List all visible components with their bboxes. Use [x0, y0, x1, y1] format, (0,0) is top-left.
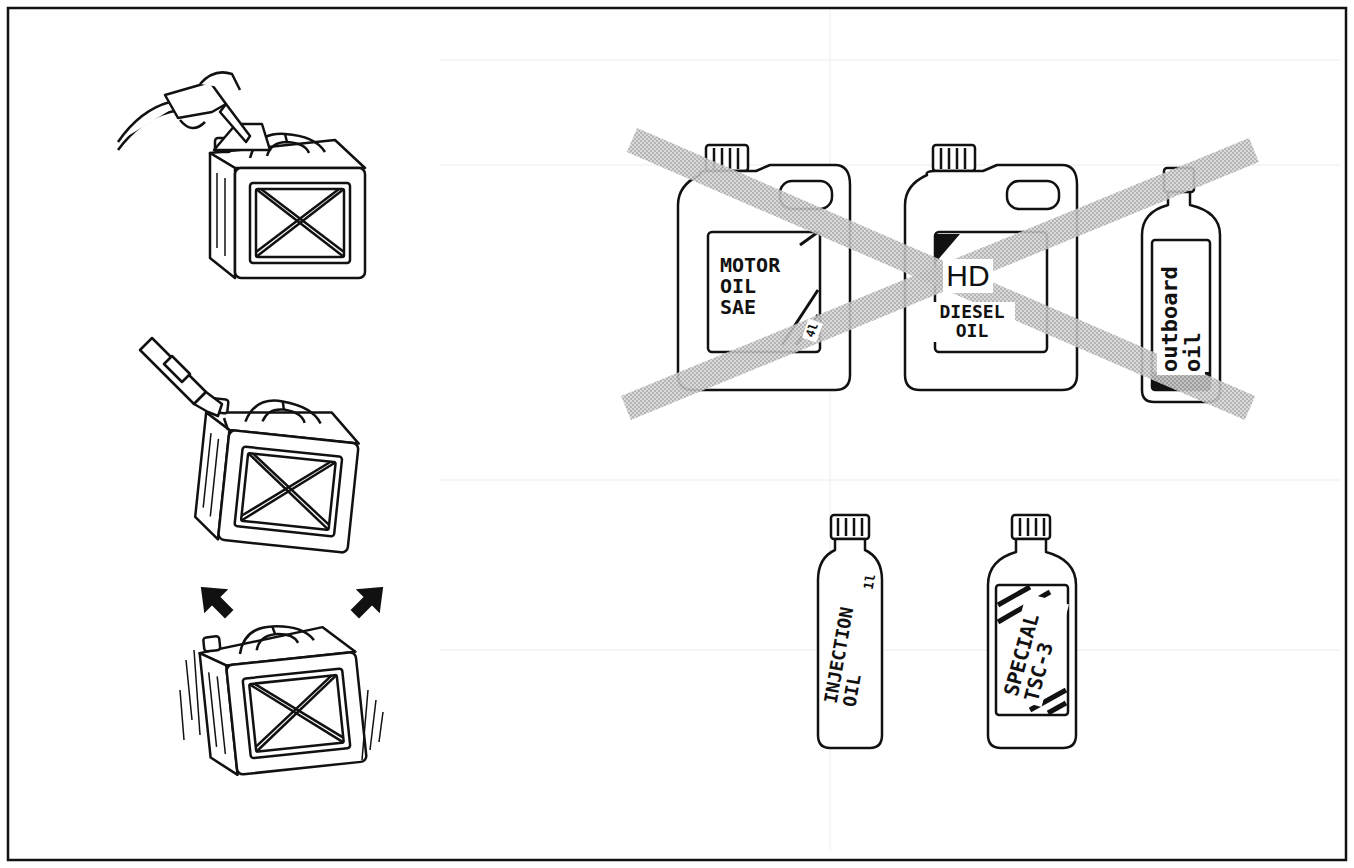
container-label: MOTOR OIL SAE — [720, 255, 794, 318]
container-label: DIESEL OIL — [929, 302, 1015, 342]
container-label: 1l — [862, 573, 878, 591]
container-label: HD — [943, 259, 992, 293]
container-label: outboard oil — [1157, 249, 1205, 375]
